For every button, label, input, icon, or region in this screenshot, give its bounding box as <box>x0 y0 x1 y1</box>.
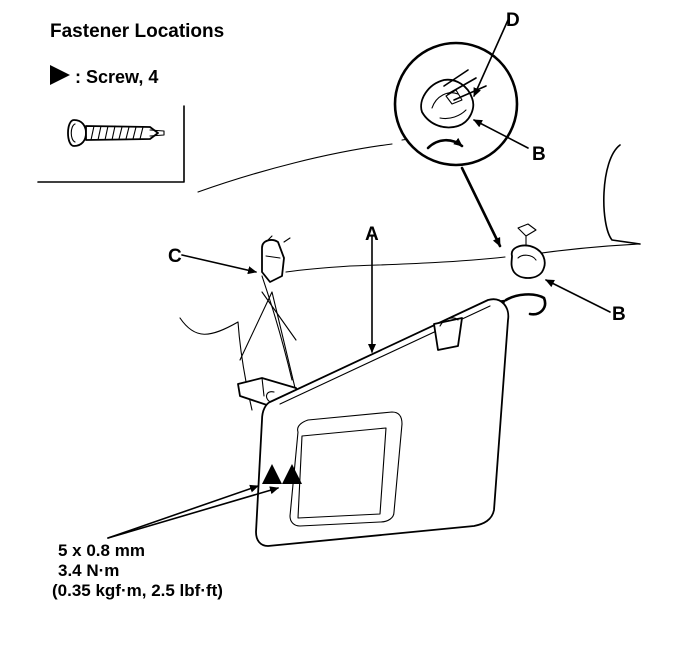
callout-a: A <box>365 224 379 245</box>
leader-d <box>473 19 509 97</box>
leader-screw-2 <box>107 486 279 539</box>
spec-torque-alt: (0.35 kgf·m, 2.5 lbf·ft) <box>52 581 223 600</box>
leader-screw-1 <box>107 484 259 539</box>
triangle-marker-icon <box>50 65 70 85</box>
screw-icon <box>67 119 165 147</box>
spec-size: 5 x 0.8 mm <box>58 541 145 560</box>
sun-visor-a <box>255 298 510 547</box>
legend-text: : Screw, 4 <box>75 67 158 87</box>
clip-b <box>497 223 547 316</box>
legend: : Screw, 4 <box>50 65 158 87</box>
spec-torque: 3.4 N·m <box>58 561 119 580</box>
callout-c: C <box>168 246 182 267</box>
callout-d: D <box>506 10 520 31</box>
roof-outline <box>179 131 641 411</box>
callout-b-detail: B <box>532 144 546 165</box>
leader-b-clip <box>545 279 611 313</box>
leader-c <box>181 254 257 275</box>
leader-b-detail <box>473 119 529 149</box>
detail-arrow <box>460 166 502 248</box>
screw-marker-2 <box>282 464 302 484</box>
callout-b-clip: B <box>612 304 626 325</box>
torque-spec: 5 x 0.8 mm 3.4 N·m (0.35 kgf·m, 2.5 lbf·… <box>52 541 223 600</box>
legend-box-border <box>37 105 185 183</box>
diagram-title: Fastener Locations <box>50 21 224 42</box>
screw-marker-1 <box>262 464 282 484</box>
detail-circle <box>393 41 519 167</box>
visor-hinge-c <box>237 235 301 409</box>
